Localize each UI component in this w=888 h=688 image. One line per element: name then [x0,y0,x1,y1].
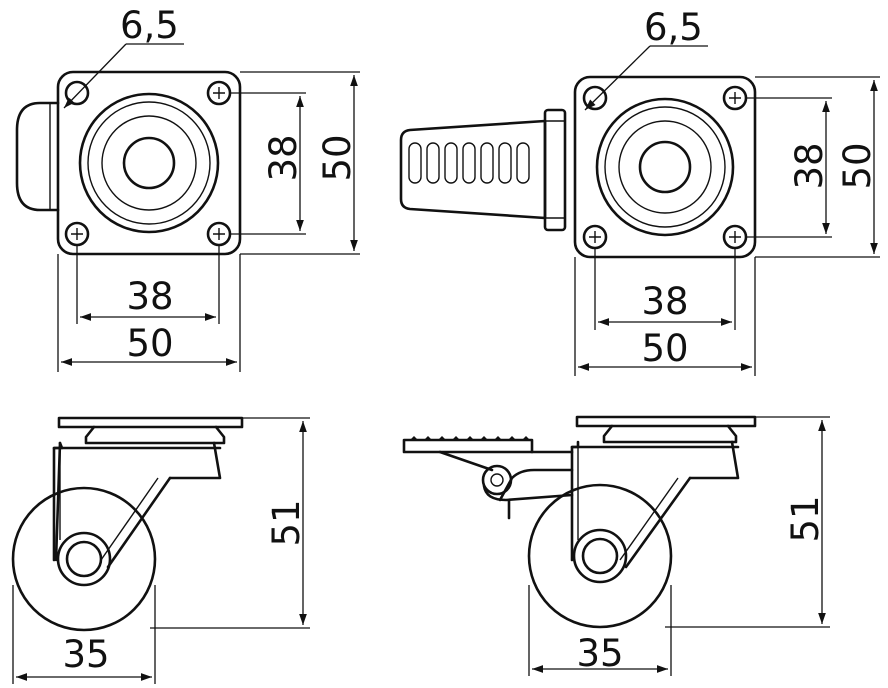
top-view-brake-caster: 6,5 38 50 38 50 [399,6,880,376]
mounting-plate [573,75,757,259]
hole-spacing-horizontal-label: 38 [126,275,173,318]
mounting-plate [575,415,757,428]
side-view-brake-caster: 51 35 [402,415,830,676]
mounting-hole [582,224,608,250]
total-height-label: 51 [784,495,827,542]
mounting-plate [57,416,244,429]
plate-width-label: 50 [641,327,688,370]
mounting-hole [64,221,90,247]
mounting-hole [722,224,748,250]
side-view-plain-caster: 51 35 [11,416,310,684]
hole-spacing-horizontal-label: 38 [641,280,688,323]
hole-spacing-vertical-label: 38 [788,142,831,189]
mounting-hole [722,85,748,111]
wheel [527,483,673,629]
plate-height-label: 50 [316,134,359,181]
wheel-diameter-label: 35 [62,633,109,676]
mounting-hole [64,80,90,106]
mounting-hole [206,80,232,106]
hole-diameter-label: 6,5 [644,6,703,49]
plate-width-label: 50 [126,322,173,365]
total-height-label: 51 [265,499,308,546]
mounting-plate [56,70,242,256]
wheel [11,486,157,632]
mounting-hole [582,85,608,111]
brake-pedal [402,436,574,520]
mounting-hole [206,221,232,247]
hole-diameter-label: 6,5 [120,4,179,47]
brake-pedal [399,108,567,232]
top-view-plain-caster: 6,5 38 50 38 50 [15,4,360,372]
hole-spacing-vertical-label: 38 [262,134,305,181]
wheel-diameter-label: 35 [576,632,623,675]
plate-height-label: 50 [836,142,879,189]
